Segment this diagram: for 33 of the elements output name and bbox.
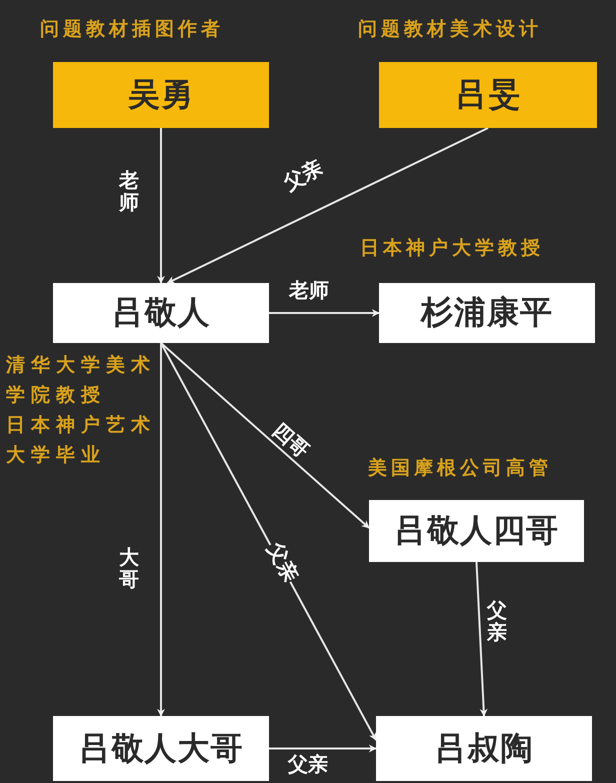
- person-name: 吴勇: [128, 74, 194, 115]
- role-caption: 问题教材美术设计: [358, 17, 542, 42]
- role-caption: 问题教材插图作者: [40, 17, 224, 42]
- edge-label: 父亲: [287, 752, 329, 776]
- name-box: [53, 716, 269, 781]
- name-box: [53, 283, 269, 343]
- person-name: 吕敬人大哥: [78, 728, 244, 768]
- edge-label: 老师: [288, 278, 330, 302]
- role-caption: 清华大学美术学院教授: [6, 353, 156, 408]
- arrow: [166, 127, 488, 284]
- name-box: [379, 283, 595, 343]
- role-caption: 美国摩根公司高管: [368, 456, 552, 481]
- arrow: [160, 342, 370, 529]
- person-name: 吕旻: [455, 74, 521, 115]
- arrow: [157, 343, 165, 717]
- person-name: 吕敬人四哥: [394, 510, 559, 551]
- edge-label: 老师: [118, 168, 140, 214]
- name-box: [379, 62, 597, 128]
- arrow: [157, 128, 165, 284]
- name-box: [53, 62, 269, 128]
- role-caption: 日本神户大学教授: [360, 236, 544, 261]
- arrow: [269, 744, 377, 752]
- role-caption: 日本神户艺术大学毕业: [6, 413, 156, 468]
- person-name: 杉浦康平: [421, 292, 553, 333]
- arrow: [476, 562, 488, 717]
- name-box: [369, 500, 584, 562]
- person-name: 吕敬人: [112, 292, 210, 333]
- edge-label: 大哥: [118, 545, 140, 591]
- name-box: [376, 716, 592, 781]
- edge-label: 父亲: [486, 598, 508, 644]
- arrow: [269, 309, 380, 317]
- arrow: [160, 342, 377, 741]
- person-name: 吕叔陶: [434, 728, 534, 768]
